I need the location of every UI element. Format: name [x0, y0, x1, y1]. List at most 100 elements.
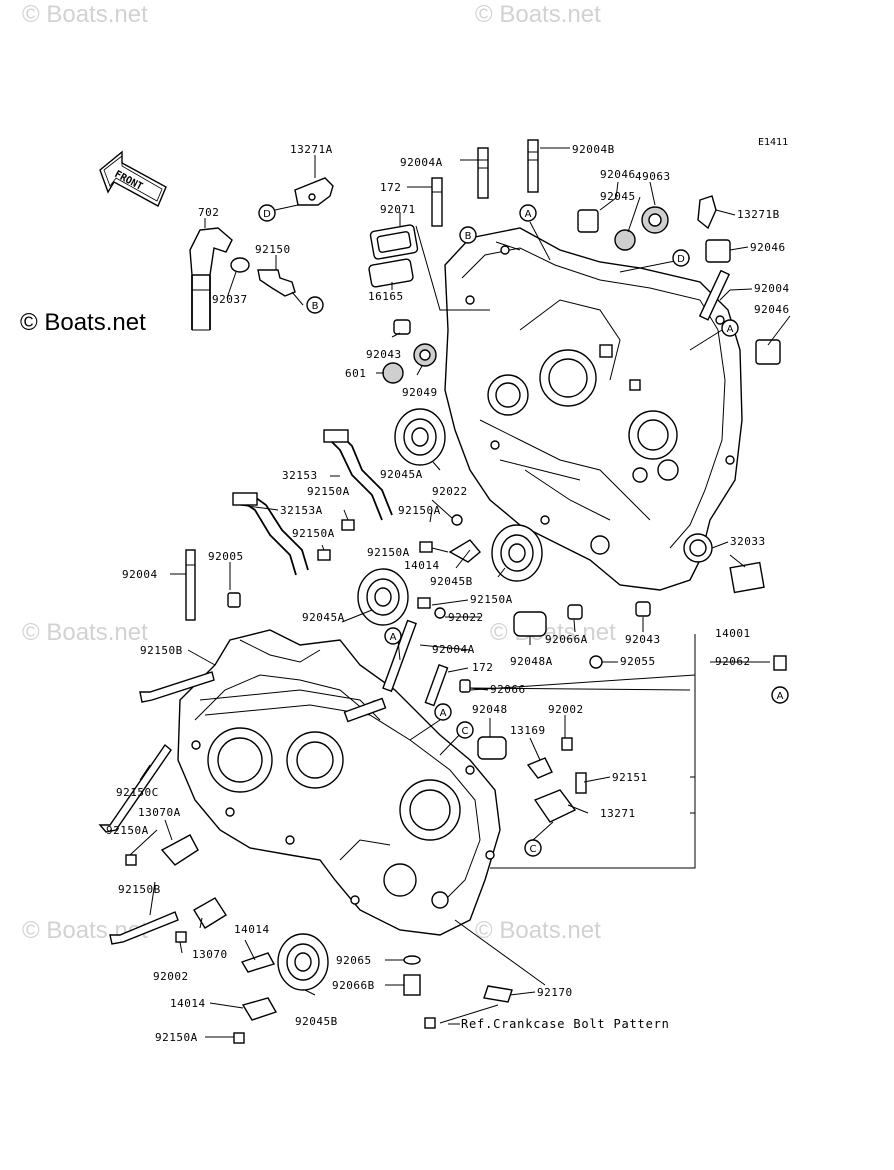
part-label: 172	[380, 181, 401, 194]
marker-b	[459, 226, 477, 244]
marker-c-label: C	[530, 844, 537, 855]
part-label: 92150A	[367, 546, 410, 559]
part-label: 13271	[600, 807, 636, 820]
part-label: 92046	[600, 168, 636, 181]
part-label: 601	[345, 367, 366, 380]
part-label: 92004	[754, 282, 790, 295]
part-label: 32033	[730, 535, 766, 548]
part-label: 92150B	[140, 644, 183, 657]
part-label: 172	[472, 661, 493, 674]
marker-c-label: C	[462, 726, 469, 737]
part-label: 92004A	[432, 643, 475, 656]
part-label: 92066A	[545, 633, 588, 646]
part-label: 92150A	[470, 593, 513, 606]
part-label: 14001	[715, 627, 751, 640]
marker-d-label: D	[263, 209, 271, 220]
watermarks: © Boats.net © Boats.net © Boats.net © Bo…	[22, 1, 626, 944]
part-label: 92004B	[572, 143, 615, 156]
stud-92004A-top	[477, 147, 489, 199]
part-label: 92062	[715, 655, 751, 668]
part-label: 92045B	[295, 1015, 338, 1028]
left-crankcase-half	[177, 629, 501, 936]
part-label: 49063	[635, 170, 671, 183]
watermark-text: © Boats.net	[490, 619, 616, 646]
watermark-text: © Boats.net	[22, 1, 148, 28]
marker-c	[524, 839, 542, 857]
drawing-code: E1411	[758, 137, 788, 148]
marker-a	[771, 686, 789, 704]
part-label: 92049	[402, 386, 438, 399]
part-label: 14014	[234, 923, 270, 936]
part-label: 32153A	[280, 504, 323, 517]
marker-a	[721, 319, 739, 337]
part-label: 92002	[153, 970, 189, 983]
part-label: 92150A	[155, 1031, 198, 1044]
part-label: 92055	[620, 655, 656, 668]
part-label: 92048	[472, 703, 508, 716]
leader-lines	[129, 147, 791, 1038]
part-label: 92066B	[332, 979, 375, 992]
stud-172-top	[431, 177, 443, 227]
part-label: 92150A	[106, 824, 149, 837]
part-label: 92004A	[400, 156, 443, 169]
marker-d	[258, 204, 276, 222]
part-label: 92005	[208, 550, 244, 563]
marker-d	[672, 249, 690, 267]
marker-b	[306, 296, 324, 314]
part-label: 14014	[404, 559, 440, 572]
part-label: 92066	[490, 683, 526, 696]
part-label: 13070	[192, 948, 228, 961]
part-label: 92022	[432, 485, 468, 498]
marker-b-label: B	[312, 301, 319, 312]
part-label: 13271A	[290, 143, 333, 156]
part-label: 92170	[537, 986, 573, 999]
marker-a	[434, 703, 452, 721]
part-label: 13070A	[138, 806, 181, 819]
part-label: 92150A	[292, 527, 335, 540]
part-label: 92065	[336, 954, 372, 967]
marker-a-label: A	[525, 209, 532, 220]
part-label: 92004	[122, 568, 158, 581]
part-label: 92151	[612, 771, 648, 784]
marker-a-label: A	[440, 708, 447, 719]
part-label: 92043	[366, 348, 402, 361]
watermark-text: © Boats.net	[475, 1, 601, 28]
marker-c	[456, 721, 474, 739]
marker-a	[384, 627, 402, 645]
marker-b-label: B	[465, 231, 472, 242]
ref-note: Ref.Crankcase Bolt Pattern	[461, 1017, 670, 1031]
front-arrow: FRONT	[99, 150, 167, 207]
watermark-text: © Boats.net	[22, 619, 148, 646]
brand-label: © Boats.net	[20, 309, 146, 336]
part-label: 92150A	[398, 504, 441, 517]
part-label: 92045A	[380, 468, 423, 481]
part-label: 13169	[510, 724, 546, 737]
part-label: 32153	[282, 469, 318, 482]
part-label: 92150	[255, 243, 291, 256]
part-label: 702	[198, 206, 219, 219]
part-label: 92045B	[430, 575, 473, 588]
part-label: 92046	[754, 303, 790, 316]
marker-a	[519, 204, 537, 222]
part-label: 92046	[750, 241, 786, 254]
part-label: 13271B	[737, 208, 780, 221]
part-label: 92150A	[307, 485, 350, 498]
part-label: 92045A	[302, 611, 345, 624]
part-label: 92071	[380, 203, 416, 216]
part-label: 16165	[368, 290, 404, 303]
part-label: 92048A	[510, 655, 553, 668]
right-crankcase-half	[444, 227, 743, 591]
part-label: 92150B	[118, 883, 161, 896]
marker-a-label: A	[727, 324, 734, 335]
marker-a-label: A	[390, 632, 397, 643]
part-label: 92045	[600, 190, 636, 203]
part-labels: 13271A 702 92150 92037 92004A 92004B 172…	[106, 143, 790, 1044]
marker-a-label: A	[777, 691, 784, 702]
watermark-text: © Boats.net	[475, 917, 601, 944]
part-label: 92022	[448, 611, 484, 624]
part-label: 92037	[212, 293, 248, 306]
stud-92004B	[527, 139, 539, 193]
part-label: 14014	[170, 997, 206, 1010]
part-label: 92150C	[116, 786, 159, 799]
